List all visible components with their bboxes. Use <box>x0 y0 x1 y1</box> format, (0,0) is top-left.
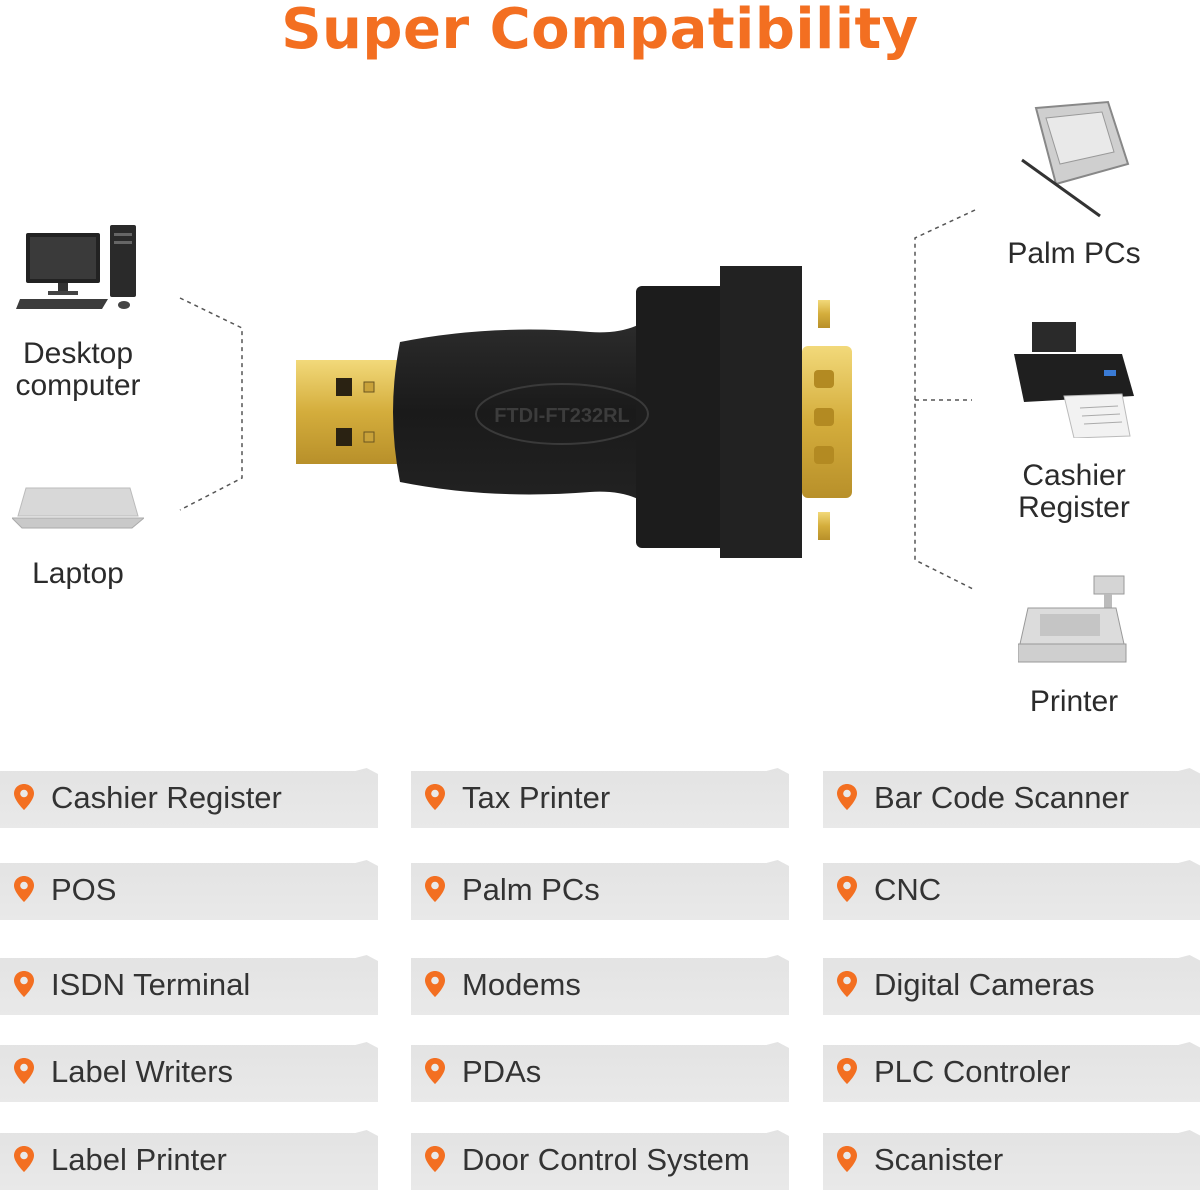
compatibility-item: POS <box>0 860 378 920</box>
location-pin-icon <box>837 876 857 902</box>
desktop-computer-label: Desktop computer <box>15 337 141 402</box>
location-pin-icon <box>425 1146 445 1172</box>
compatibility-item: ISDN Terminal <box>0 955 378 1015</box>
compatibility-item: Tax Printer <box>411 768 789 828</box>
compatibility-item-label: Modems <box>462 967 581 1002</box>
compatibility-item: Cashier Register <box>0 768 378 828</box>
location-pin-icon <box>425 784 445 810</box>
laptop-label: Laptop <box>32 557 124 590</box>
compatibility-item: Label Printer <box>0 1130 378 1190</box>
compatibility-item-label: Scanister <box>874 1142 1004 1177</box>
compatibility-item: Label Writers <box>0 1042 378 1102</box>
location-pin-icon <box>425 876 445 902</box>
cash-register-icon <box>1018 575 1127 663</box>
location-pin-icon <box>14 876 34 902</box>
location-pin-icon <box>837 784 857 810</box>
page-title: Super Compatibility <box>281 0 919 62</box>
compatibility-item: Digital Cameras <box>823 955 1200 1015</box>
compatibility-item-label: Palm PCs <box>462 872 600 907</box>
compatibility-item-label: POS <box>51 872 117 907</box>
compatibility-item-label: PDAs <box>462 1054 542 1089</box>
desktop-computer-icon <box>16 225 136 309</box>
compatibility-item: Palm PCs <box>411 860 789 920</box>
compatibility-item: Scanister <box>823 1130 1200 1190</box>
compatibility-item-label: Label Writers <box>51 1054 234 1089</box>
printer-icon <box>1014 322 1134 438</box>
location-pin-icon <box>837 1058 857 1084</box>
compatibility-item-label: Door Control System <box>462 1142 750 1177</box>
location-pin-icon <box>837 1146 857 1172</box>
location-pin-icon <box>14 1146 34 1172</box>
compatibility-item-label: Bar Code Scanner <box>874 780 1130 815</box>
adapter-marking: FTDI-FT232RL <box>494 405 630 427</box>
compatibility-item: Bar Code Scanner <box>823 768 1200 828</box>
palm-pc-icon <box>1021 100 1130 218</box>
cashier-register-label: Cashier Register <box>1018 459 1130 524</box>
compatibility-item: Door Control System <box>411 1130 789 1190</box>
compatibility-item-label: Tax Printer <box>462 780 611 815</box>
location-pin-icon <box>425 971 445 997</box>
connector-lines <box>179 209 976 591</box>
location-pin-icon <box>14 971 34 997</box>
compatibility-item-label: Label Printer <box>51 1142 227 1177</box>
printer-label: Printer <box>1029 685 1119 718</box>
location-pin-icon <box>837 971 857 997</box>
location-pin-icon <box>14 1058 34 1084</box>
compatibility-item: PDAs <box>411 1042 789 1102</box>
location-pin-icon <box>425 1058 445 1084</box>
location-pin-icon <box>14 784 34 810</box>
compatibility-item: PLC Controler <box>823 1042 1200 1102</box>
compatibility-item: Modems <box>411 955 789 1015</box>
laptop-icon <box>12 487 144 529</box>
compatibility-item-label: ISDN Terminal <box>51 967 251 1002</box>
compatibility-item: CNC <box>823 860 1200 920</box>
usb-to-serial-adapter-icon: FTDI-FT232RL <box>296 266 852 558</box>
palm-pc-label: Palm PCs <box>1007 237 1141 270</box>
compatibility-item-label: PLC Controler <box>874 1054 1071 1089</box>
compatibility-item-label: Digital Cameras <box>874 967 1095 1002</box>
compatibility-item-label: Cashier Register <box>51 780 282 815</box>
compatibility-item-label: CNC <box>874 872 942 907</box>
